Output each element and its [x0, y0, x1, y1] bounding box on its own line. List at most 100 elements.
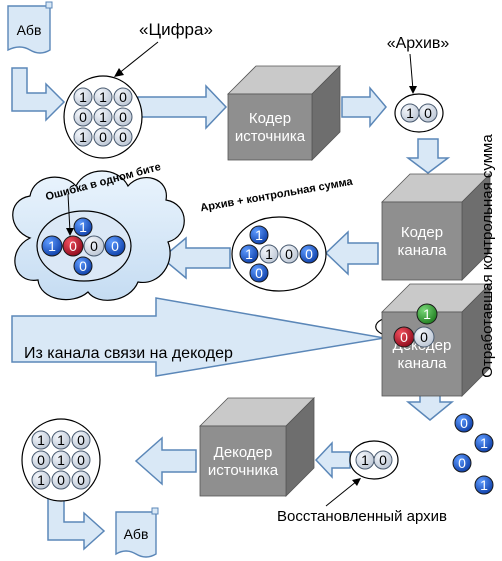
discarded-check-bit: 0 [452, 453, 472, 473]
digit-grid-top-cell: 1 [73, 127, 93, 147]
svg-text:0: 0 [90, 238, 98, 254]
discarded-check-bit: 1 [474, 475, 494, 495]
discarded-check-bit: 1 [474, 433, 494, 453]
arrow-to-source-encoder [137, 84, 228, 130]
arrow-doc-to-digits [11, 67, 66, 122]
encoded-bit: 0 [299, 244, 319, 264]
svg-text:1: 1 [245, 246, 253, 262]
doc-bottom-label: Абв [124, 526, 149, 542]
digit-grid-bottom-cell: 0 [31, 450, 51, 470]
svg-text:1: 1 [99, 109, 107, 125]
digit-grid-bottom-cell: 0 [51, 470, 71, 490]
svg-text:0: 0 [99, 129, 107, 145]
svg-text:1: 1 [37, 472, 45, 488]
svg-text:0: 0 [119, 89, 127, 105]
svg-text:0: 0 [424, 105, 432, 121]
arrow-to-source-decoder [314, 441, 351, 479]
svg-text:0: 0 [400, 329, 408, 345]
digit-grid-top-cell: 1 [93, 87, 113, 107]
svg-text:0: 0 [77, 452, 85, 468]
document-bottom: Абв [115, 507, 159, 558]
digit-grid-top-cell: 1 [73, 87, 93, 107]
error-pointer [67, 193, 71, 233]
digit-grid-top-cell: 0 [93, 127, 113, 147]
svg-text:0: 0 [77, 472, 85, 488]
svg-text:1: 1 [57, 452, 65, 468]
decoder-bit-fixed: 0 [393, 326, 415, 348]
received-bit: 0 [104, 235, 126, 257]
source-decoder-box-label-line: источника [208, 462, 279, 479]
source-encoder-box-label-line: источника [235, 128, 306, 145]
svg-text:1: 1 [406, 105, 414, 121]
received-check-top: 1 [73, 217, 93, 237]
digit-grid-bottom-cell: 1 [51, 450, 71, 470]
discarded-check-bit: 0 [454, 413, 474, 433]
restored-arrowhead [352, 478, 361, 486]
arrow-to-encoded [324, 230, 379, 276]
decoder-green-bit: 1 [416, 303, 438, 325]
arrow-archive-down [405, 138, 451, 174]
svg-text:1: 1 [57, 432, 65, 448]
svg-text:0: 0 [460, 415, 468, 431]
svg-text:0: 0 [79, 258, 87, 274]
svg-text:0: 0 [119, 129, 127, 145]
encoded-check-bottom: 0 [249, 263, 269, 283]
channel-label: Из канала связи на декодер [24, 345, 233, 362]
encoded-bit: 0 [279, 244, 299, 264]
decoder-bit: 0 [413, 326, 435, 348]
received-bit: 0 [83, 235, 105, 257]
svg-text:1: 1 [79, 89, 87, 105]
svg-text:1: 1 [423, 306, 431, 322]
svg-text:1: 1 [480, 435, 488, 451]
svg-text:1: 1 [99, 89, 107, 105]
flow-arrows [11, 67, 455, 551]
svg-text:1: 1 [255, 227, 263, 243]
svg-text:0: 0 [285, 246, 293, 262]
archive-bit: 0 [418, 103, 438, 123]
arrow-to-cloud [160, 236, 231, 280]
svg-text:0: 0 [379, 452, 387, 468]
svg-text:0: 0 [79, 109, 87, 125]
arrow-channel-to-decoder [11, 297, 385, 377]
digit-grid-top-cell: 0 [73, 107, 93, 127]
encoded-bit: 1 [239, 244, 259, 264]
digit-title-arrowhead [114, 68, 124, 77]
svg-text:0: 0 [255, 265, 263, 281]
encoded-check-top: 1 [249, 225, 269, 245]
svg-text:1: 1 [265, 246, 273, 262]
svg-text:0: 0 [57, 472, 65, 488]
archive-title: «Архив» [387, 35, 450, 52]
digit-title-pointer [117, 41, 159, 75]
svg-text:1: 1 [48, 238, 56, 254]
received-check-bottom: 0 [73, 256, 93, 276]
corrupted-bit: 0 [62, 235, 84, 257]
received-bit: 1 [41, 235, 63, 257]
checksum-used-label: Отработавшая контрольная сумма [479, 134, 496, 378]
svg-text:0: 0 [420, 329, 428, 345]
digit-grid-bottom-cell: 1 [31, 470, 51, 490]
restored-label: Восстановленный архив [277, 508, 447, 525]
svg-text:1: 1 [480, 477, 488, 493]
document-top: Абв [7, 1, 53, 54]
digit-grid-bottom-cell: 0 [71, 450, 91, 470]
encoded-bit: 1 [259, 244, 279, 264]
digit-grid-top-cell: 0 [113, 107, 133, 127]
svg-text:0: 0 [305, 246, 313, 262]
channel-encoder-box-label-line: Кодер [401, 224, 443, 241]
source-decoder-box-label-line: Декодер [214, 444, 273, 461]
channel-decoder-box-label-line: канала [398, 355, 448, 372]
svg-text:0: 0 [458, 455, 466, 471]
svg-text:1: 1 [361, 452, 369, 468]
svg-text:1: 1 [79, 129, 87, 145]
digit-grid-bottom-cell: 0 [71, 470, 91, 490]
archive-checksum-label: Архив + контрольная сумма [199, 176, 354, 215]
archive-title-pointer [409, 53, 414, 91]
digit-grid-bottom-cell: 1 [31, 430, 51, 450]
svg-text:0: 0 [111, 238, 119, 254]
svg-text:0: 0 [77, 432, 85, 448]
restored-bit: 0 [373, 450, 393, 470]
